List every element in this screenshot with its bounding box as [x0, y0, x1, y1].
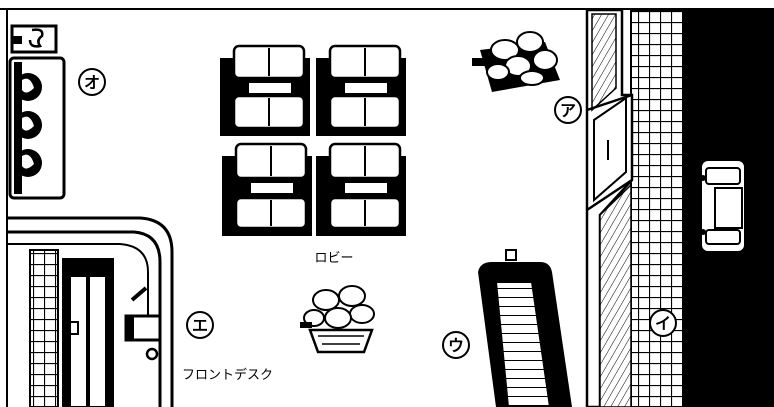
front-desk-label: フロントデスク — [182, 367, 273, 383]
entrance-wall — [585, 8, 634, 407]
marker-a: ア — [554, 96, 582, 124]
telephone-sign-icon — [10, 24, 58, 54]
sofa-set-2 — [316, 44, 406, 136]
marker-u: ウ — [442, 331, 470, 359]
marker-e-label: エ — [192, 316, 208, 335]
escalator — [478, 249, 572, 407]
car-icon — [700, 159, 746, 253]
sidewalk — [630, 9, 684, 407]
marker-u-label: ウ — [448, 336, 464, 355]
potted-plant-icon — [300, 285, 375, 354]
lobby-label: ロビー — [314, 251, 353, 266]
sofa-set-1 — [220, 44, 310, 136]
marker-a-label: ア — [560, 101, 576, 120]
front-desk — [8, 216, 174, 407]
marker-o: オ — [78, 68, 106, 96]
sofa-set-4 — [316, 142, 406, 236]
marker-i: イ — [649, 309, 677, 337]
marker-i-label: イ — [655, 314, 671, 333]
telephone-icon — [14, 111, 42, 139]
telephone-booth — [8, 56, 66, 200]
telephone-icon — [14, 73, 42, 101]
potted-plant-icon — [472, 31, 560, 92]
frame-top-line — [0, 8, 774, 10]
marker-e: エ — [186, 311, 214, 339]
telephone-icon — [14, 149, 42, 177]
marker-o-label: オ — [84, 73, 100, 92]
sofa-set-3 — [222, 142, 312, 236]
frame-left-line — [6, 8, 8, 407]
